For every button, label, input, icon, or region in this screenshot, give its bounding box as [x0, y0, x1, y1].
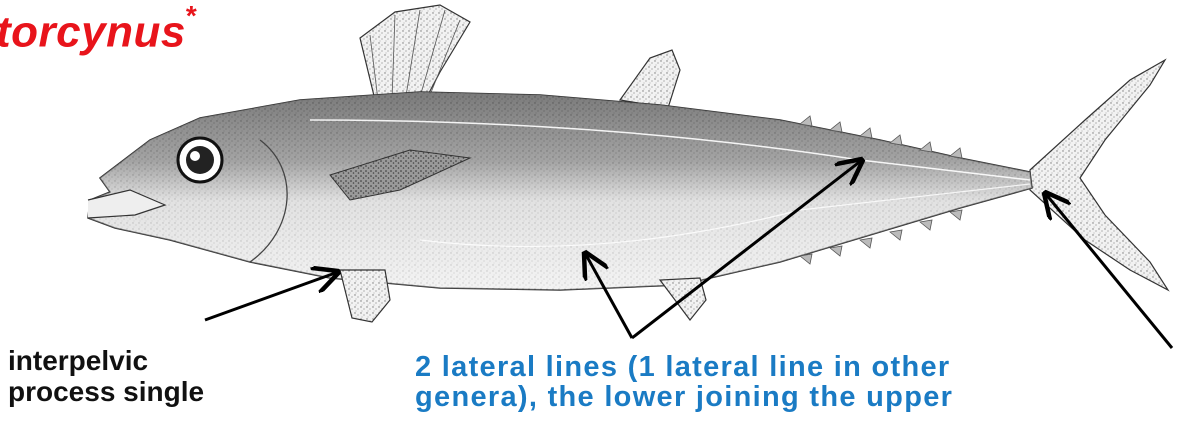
title-asterisk: * [186, 0, 197, 31]
second-dorsal-fin [620, 50, 680, 108]
pelvic-fin [340, 270, 390, 322]
caudal-fin [1030, 60, 1168, 290]
genus-title: torcynus* [0, 6, 197, 58]
lateral-lines-label-line1: 2 lateral lines (1 lateral line in other [415, 352, 953, 382]
interpelvic-label: interpelvic process single [8, 345, 204, 407]
pelvic-arrow [205, 272, 338, 320]
lateral-lines-label-line2: genera), the lower joining the upper [415, 382, 953, 412]
genus-name: torcynus [0, 8, 186, 57]
interpelvic-label-line2: process single [8, 376, 204, 407]
interpelvic-label-line1: interpelvic [8, 345, 204, 376]
lateral-lines-label: 2 lateral lines (1 lateral line in other… [415, 352, 953, 412]
